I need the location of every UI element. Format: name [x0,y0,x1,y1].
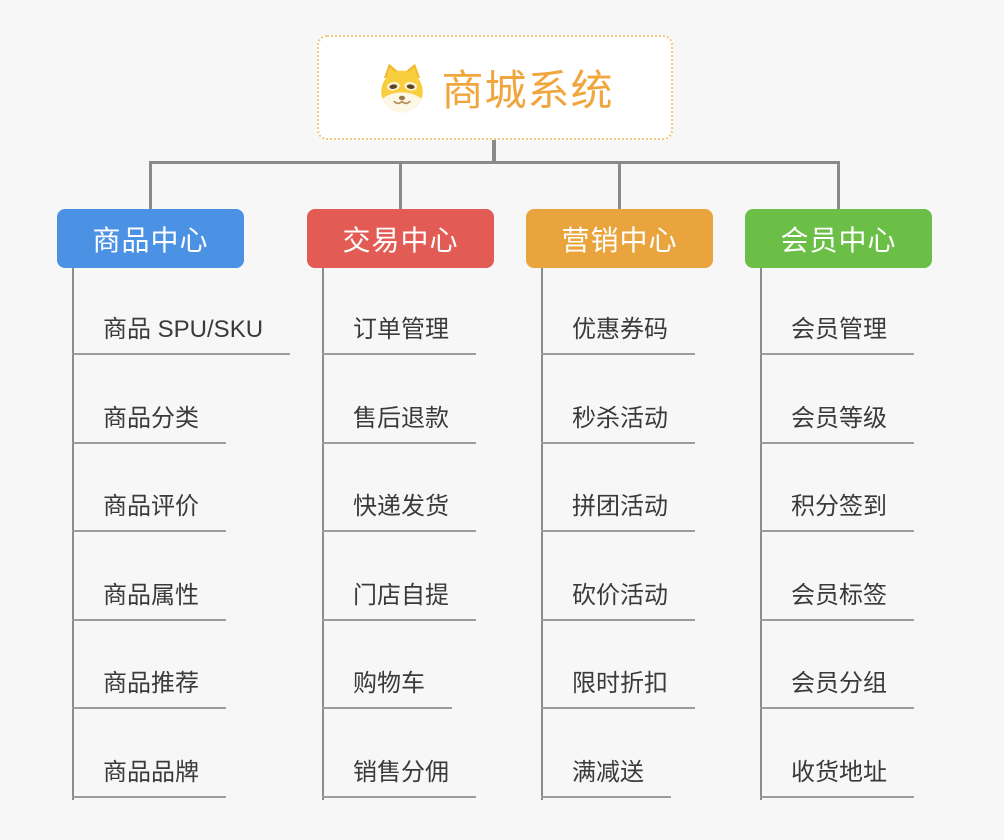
leaf-item[interactable]: 砍价活动 [541,581,695,621]
leaf-item[interactable]: 商品评价 [72,492,226,533]
leaf-item[interactable]: 商品分类 [72,404,226,444]
leaf-item[interactable]: 商品属性 [72,581,226,621]
leaf-item[interactable]: 商品品牌 [72,758,226,798]
leaf-item[interactable]: 购物车 [322,669,452,710]
branch-node-0[interactable]: 商品中心 [57,209,244,268]
leaf-item[interactable]: 会员管理 [760,315,914,355]
leaf-item[interactable]: 拼团活动 [541,492,695,533]
branch-label: 交易中心 [342,224,459,256]
leaf-item[interactable]: 销售分佣 [322,758,476,798]
branch-connector-drop [618,161,621,209]
root-title: 商城系统 [441,67,614,114]
leaf-item[interactable]: 会员等级 [760,404,914,444]
branch-connector-drop [837,161,840,209]
branch-children-line [322,268,324,800]
leaf-item[interactable]: 会员分组 [760,669,914,710]
branch-label: 商品中心 [92,224,209,256]
leaf-item[interactable]: 门店自提 [322,581,476,621]
branch-connector-drop [149,161,152,209]
leaf-item[interactable]: 售后退款 [322,404,476,444]
root-node[interactable]: 商城系统 [317,35,673,140]
leaf-item[interactable]: 满减送 [541,758,671,798]
branch-node-2[interactable]: 营销中心 [526,209,713,268]
branch-children-line [760,268,762,800]
leaf-item[interactable]: 会员标签 [760,581,914,621]
branch-node-1[interactable]: 交易中心 [307,209,494,268]
leaf-item[interactable]: 商品推荐 [72,669,226,710]
branch-children-line [541,268,543,800]
leaf-item[interactable]: 收货地址 [760,758,914,798]
branch-connector-rail [150,161,839,164]
branch-label: 会员中心 [780,224,897,256]
dog-face-icon [381,63,424,112]
branch-label: 营销中心 [561,224,678,256]
leaf-item[interactable]: 限时折扣 [541,669,695,710]
leaf-item[interactable]: 积分签到 [760,492,914,533]
root-connector-stub [492,139,496,161]
branch-children-line [72,268,74,800]
leaf-item[interactable]: 秒杀活动 [541,404,695,444]
branch-node-3[interactable]: 会员中心 [745,209,932,268]
branch-connector-drop [399,161,402,209]
leaf-item[interactable]: 优惠券码 [541,315,695,355]
leaf-item[interactable]: 快递发货 [322,492,476,533]
leaf-item[interactable]: 商品 SPU/SKU [72,315,291,355]
leaf-item[interactable]: 订单管理 [322,315,476,355]
